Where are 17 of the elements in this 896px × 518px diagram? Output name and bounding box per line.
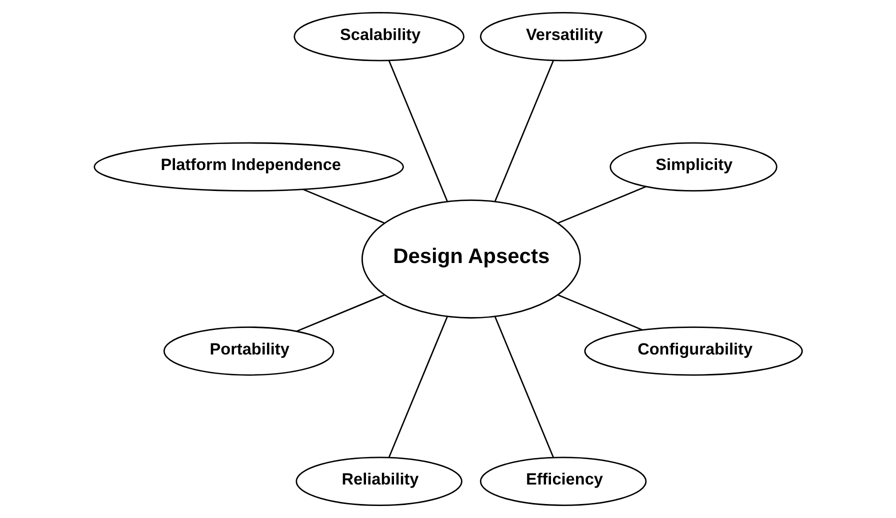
connector <box>388 60 448 202</box>
connector <box>296 294 384 332</box>
node-ellipse: Simplicity <box>609 142 777 192</box>
node-ellipse: Design Apsects <box>360 199 580 319</box>
node-ellipse: Scalability <box>293 12 464 62</box>
connector <box>388 316 448 458</box>
node-ellipse: Reliability <box>295 456 462 506</box>
node-ellipse: Portability <box>162 326 334 376</box>
node-ellipse: Configurability <box>584 326 802 376</box>
connector <box>494 316 554 458</box>
connector <box>557 294 642 331</box>
connector <box>557 186 646 224</box>
node-ellipse: Efficiency <box>479 456 646 506</box>
node-ellipse: Versatility <box>479 12 646 62</box>
connector <box>494 60 554 202</box>
node-ellipse: Platform Independence <box>93 142 404 192</box>
connector <box>302 188 384 224</box>
